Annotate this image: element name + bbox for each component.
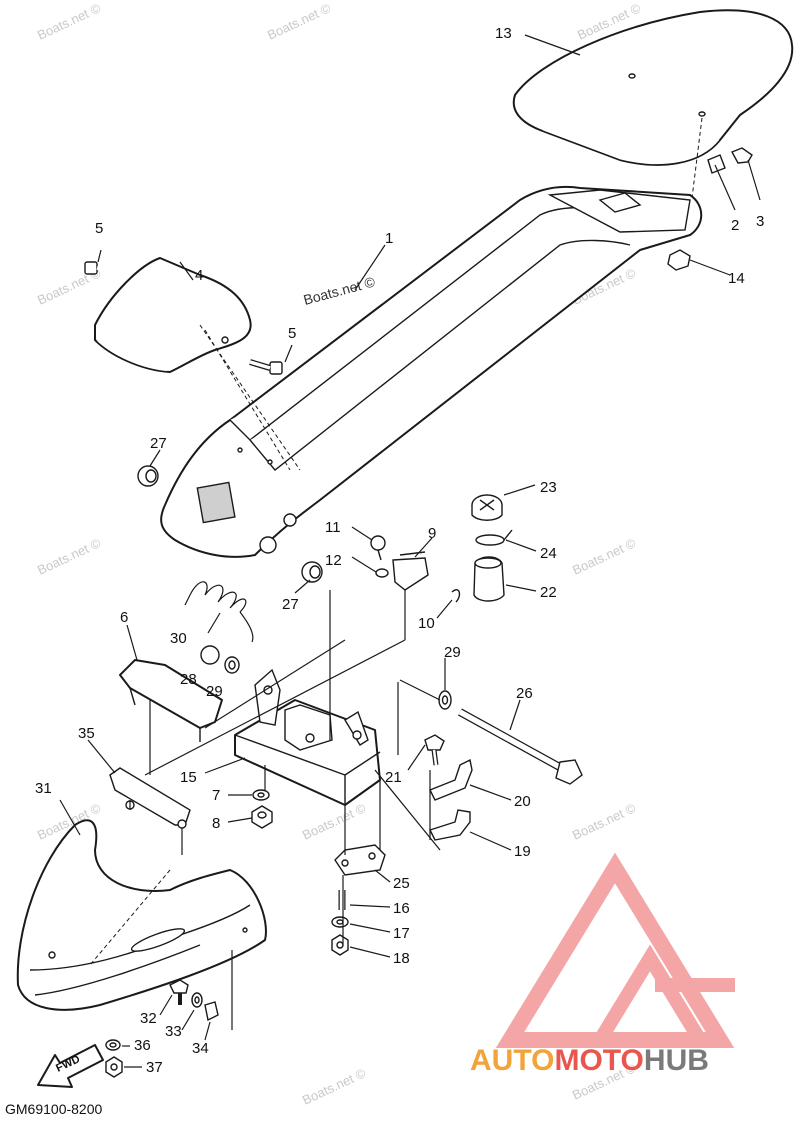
callout-30: 30 (170, 630, 187, 647)
callout-8: 8 (212, 815, 220, 832)
callout-36: 36 (134, 1037, 151, 1054)
callout-16: 16 (393, 900, 410, 917)
callout-27-upper: 27 (150, 435, 167, 452)
callout-25: 25 (393, 875, 410, 892)
callout-11: 11 (325, 519, 341, 536)
brand-text-auto: AUTO (470, 1044, 554, 1077)
diagram-code: GM69100-8200 (5, 1101, 103, 1117)
center-watermark: Boats.net © (302, 273, 378, 308)
callout-14: 14 (728, 270, 745, 287)
callout-15: 15 (180, 769, 197, 786)
watermark: Boats.net © (300, 1065, 368, 1108)
parts-28-29 (200, 645, 452, 710)
callout-18: 18 (393, 950, 410, 967)
parts-fasteners-bottom (105, 979, 219, 1078)
brand-logo: AUTOMOTOHUB (470, 852, 735, 1077)
watermark: Boats.net © (300, 800, 368, 843)
callout-17: 17 (393, 925, 410, 942)
parts-clamp-and-cap (370, 494, 513, 603)
brand-text: AUTOMOTOHUB (470, 1044, 709, 1077)
watermark: Boats.net © (265, 0, 333, 43)
part-13-seat (512, 9, 794, 231)
callout-9: 9 (428, 525, 436, 542)
callout-31: 31 (35, 780, 52, 797)
callout-20: 20 (514, 793, 531, 810)
fwd-arrow: FWD (37, 1044, 104, 1088)
watermark: Boats.net © (35, 535, 103, 578)
callout-34: 34 (192, 1040, 209, 1057)
callout-3: 3 (756, 213, 764, 230)
part-15-base-mount (234, 668, 381, 806)
lower-hardware (109, 708, 583, 956)
callout-23: 23 (540, 479, 557, 496)
callout-33: 33 (165, 1023, 182, 1040)
small-hardware-top (84, 147, 753, 375)
part-1-handle-pole: Boats.net © (160, 185, 703, 558)
callout-19: 19 (514, 843, 531, 860)
callout-numbers: 13 1 4 5 5 2 3 14 27 27 11 12 9 10 23 24… (35, 25, 764, 1076)
callout-6: 6 (120, 609, 128, 626)
part-4-front-cover (94, 257, 291, 471)
callout-29-right: 29 (444, 644, 461, 661)
callout-13: 13 (495, 25, 512, 42)
leader-lines (59, 34, 761, 1068)
callout-27-lower: 27 (282, 596, 299, 613)
callout-28: 28 (180, 671, 197, 688)
callout-32: 32 (140, 1010, 157, 1027)
callout-24: 24 (540, 545, 557, 562)
callout-7: 7 (212, 787, 220, 804)
part-27-bushings (137, 465, 323, 583)
callout-37: 37 (146, 1059, 163, 1076)
part-31-lower-cover (16, 819, 267, 1011)
callout-12: 12 (325, 552, 342, 569)
callout-22: 22 (540, 584, 557, 601)
callout-5-upper: 5 (95, 220, 103, 237)
callout-29-left: 29 (206, 683, 223, 700)
callout-4: 4 (195, 267, 203, 284)
watermark: Boats.net © (570, 535, 638, 578)
part-30-spring (184, 581, 254, 643)
callout-21: 21 (385, 769, 402, 786)
assembly-lines (89, 324, 441, 1030)
callout-26: 26 (516, 685, 533, 702)
callout-35: 35 (78, 725, 95, 742)
callout-2: 2 (731, 217, 739, 234)
callout-5-lower: 5 (288, 325, 296, 342)
watermark: Boats.net © (570, 800, 638, 843)
callout-1: 1 (385, 230, 393, 247)
watermark: Boats.net © (35, 0, 103, 43)
brand-text-moto: MOTO (554, 1044, 643, 1077)
logo-triangle-inner (587, 944, 713, 1047)
callout-10: 10 (418, 615, 435, 632)
brand-text-hub: HUB (644, 1044, 709, 1077)
part-6-bracket (119, 659, 223, 742)
